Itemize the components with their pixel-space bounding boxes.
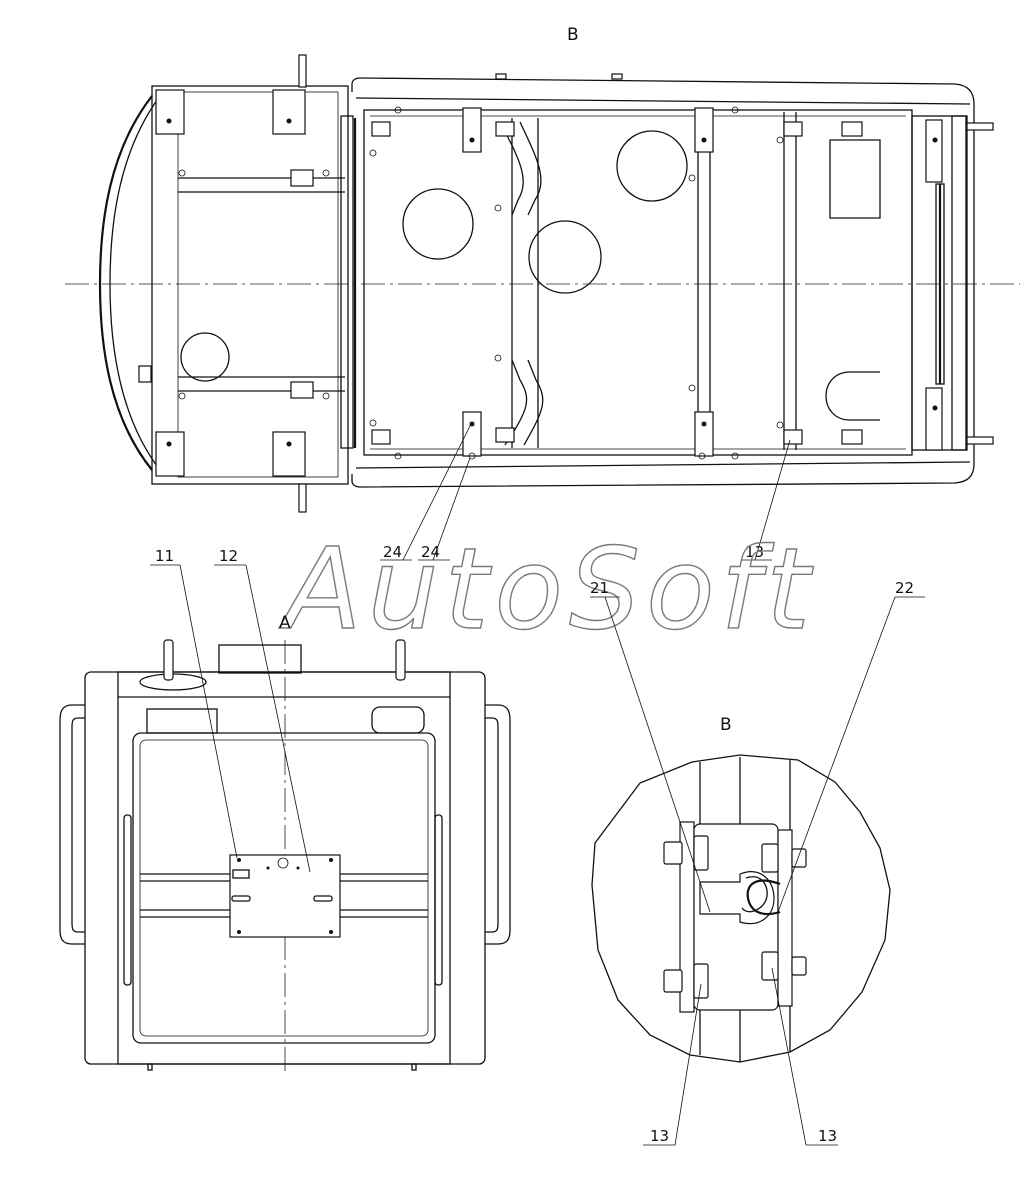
callout-13-left: 13 (650, 1127, 669, 1145)
front-view: A (59, 564, 511, 1075)
left-frame (98, 54, 357, 513)
cabin-body (351, 73, 994, 488)
callout-24-a: 24 (383, 543, 402, 561)
callout-13-top: 13 (745, 543, 764, 561)
callout-22: 22 (895, 579, 914, 597)
top-view-leaders (380, 423, 791, 561)
callout-13-right: 13 (818, 1127, 837, 1145)
callout-21: 21 (590, 579, 609, 597)
top-view: B (65, 25, 1020, 561)
front-view-label: A (279, 613, 291, 633)
detail-view-label: B (720, 715, 732, 735)
detail-view: B (590, 596, 925, 1146)
callout-11: 11 (155, 547, 174, 565)
callout-24-b: 24 (421, 543, 440, 561)
callout-12: 12 (219, 547, 238, 565)
top-view-label: B (567, 25, 579, 45)
watermark: AutoSoft (279, 525, 816, 655)
